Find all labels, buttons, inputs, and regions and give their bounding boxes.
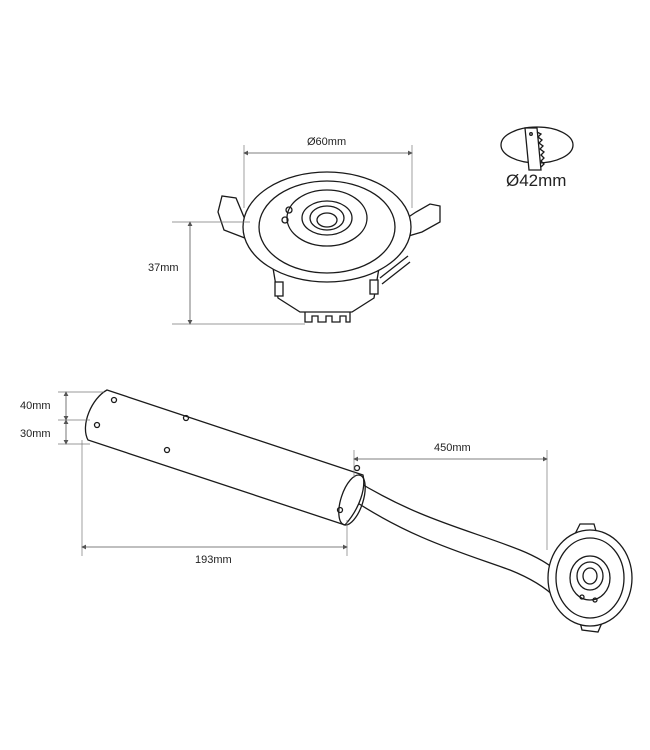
diameter-dimension [243, 145, 413, 208]
driver-height-a-label: 40mm [20, 400, 51, 412]
driver-length-label: 193mm [195, 554, 232, 566]
height-dimension [172, 221, 305, 325]
cable-length-dimension [353, 450, 548, 550]
driver-assembly [84, 389, 633, 633]
saw-cutout-icon [500, 126, 574, 171]
diameter-label: Ø60mm [307, 136, 347, 148]
terminal-clip-left [274, 281, 284, 297]
driver-height-dimension [58, 391, 104, 445]
driver-length-dimension [81, 440, 348, 556]
downlight-front-view [547, 523, 633, 633]
downlight-side-view [217, 171, 441, 323]
cutout-label: Ø42mm [506, 171, 567, 190]
driver-height-b-label: 30mm [20, 428, 51, 440]
cable-length-label: 450mm [434, 442, 471, 454]
terminal-clip-right [369, 279, 379, 295]
height-label: 37mm [148, 262, 179, 274]
driver-body [84, 389, 365, 526]
lens-housing [286, 189, 368, 247]
